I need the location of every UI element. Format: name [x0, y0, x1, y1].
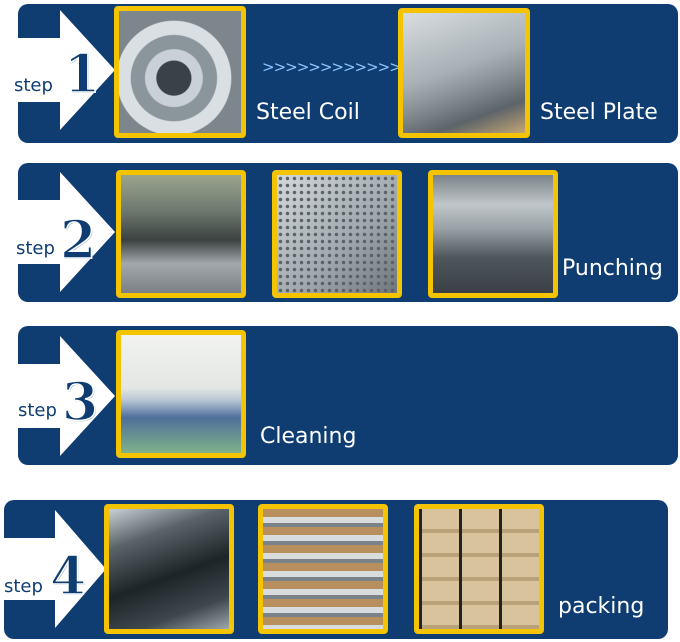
step-1-arrow-icon: [0, 10, 115, 130]
step-2-word: step: [16, 238, 55, 259]
connector-chevrons: >>>>>>>>>>>>: [262, 58, 402, 76]
punched-plate-photo: [428, 170, 558, 298]
punching-label: Punching: [562, 256, 663, 281]
step-2-arrow-icon: [0, 172, 115, 292]
step-2-number: 2: [59, 209, 97, 272]
step-4-arrow-icon: [0, 510, 106, 628]
perforated-sheet-photo: [272, 170, 402, 298]
steel-coil-label: Steel Coil: [256, 100, 360, 125]
cleaning-label: Cleaning: [260, 424, 357, 449]
steel-plate-label: Steel Plate: [540, 100, 658, 125]
step-1-number: 1: [63, 43, 101, 106]
step-1-word: step: [14, 75, 53, 96]
cleaning-line-photo: [116, 330, 246, 458]
step-3-number: 3: [61, 371, 99, 434]
steel-plate-photo: [398, 8, 530, 138]
step-4-word: step: [4, 576, 43, 597]
step-4-number: 4: [49, 545, 87, 608]
stacked-pallets-photo: [258, 504, 388, 634]
wrapped-sheet-photo: [104, 504, 234, 634]
step-3-word: step: [18, 400, 57, 421]
steel-coil-photo: [114, 6, 246, 138]
punching-machine-photo: [116, 170, 246, 298]
wooden-crates-photo: [414, 504, 544, 634]
step-3-arrow-icon: [0, 336, 115, 456]
packing-label: packing: [558, 594, 645, 619]
